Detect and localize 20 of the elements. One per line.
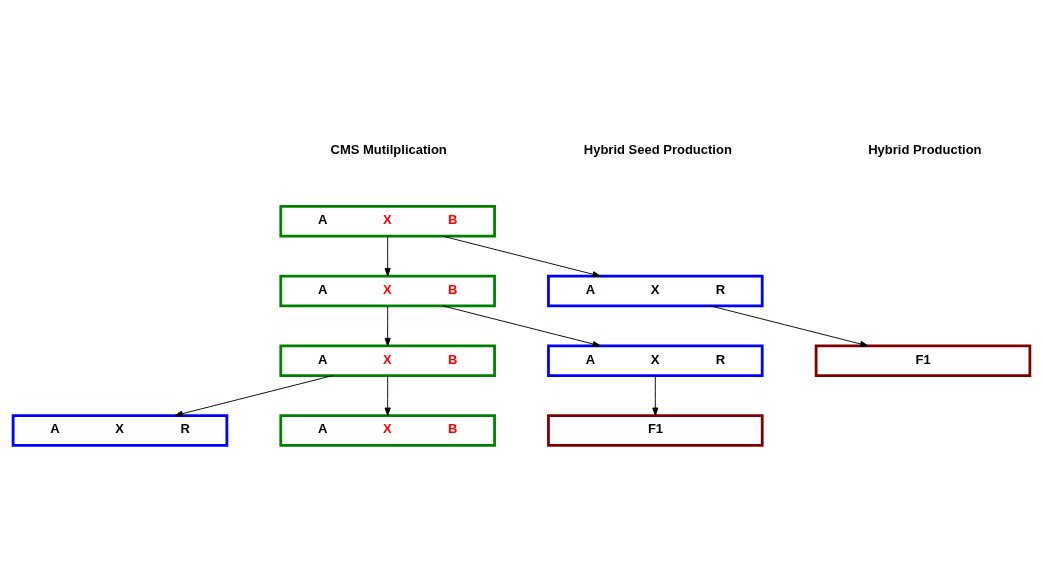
node-box: A X R <box>11 414 229 447</box>
node-box: A X B <box>279 414 496 447</box>
label: Hybrid Seed Production <box>583 142 732 158</box>
arrow <box>384 375 391 416</box>
node-box: F1 <box>814 344 1032 377</box>
arrow <box>384 235 391 277</box>
arrow <box>442 305 601 347</box>
label: CMS Mutilplication <box>330 142 447 158</box>
node-box: A X R <box>547 274 764 308</box>
node-box: A X B <box>279 274 496 308</box>
arrow <box>442 235 601 278</box>
arrow <box>652 375 659 416</box>
arrow <box>710 305 869 347</box>
node-box: A X R <box>547 344 764 377</box>
label: Hybrid Production <box>868 142 982 158</box>
node-box: A X B <box>279 205 496 238</box>
node-box: A X B <box>279 344 496 377</box>
node-box: F1 <box>547 414 764 447</box>
arrow <box>174 375 333 417</box>
arrow <box>384 305 391 347</box>
